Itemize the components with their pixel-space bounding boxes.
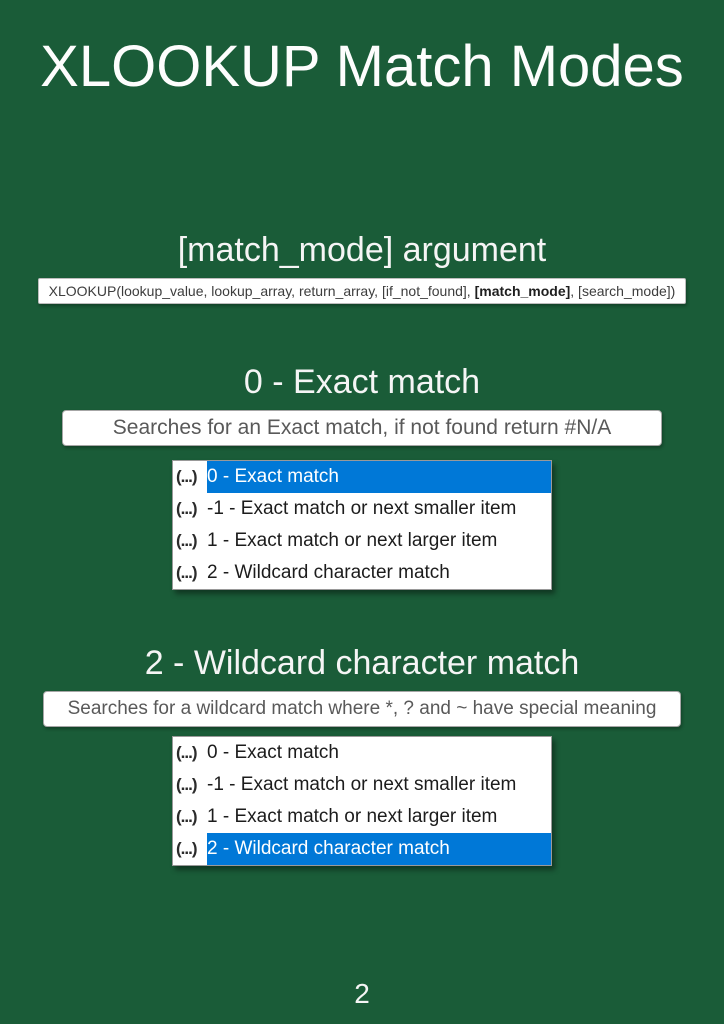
dropdown-item-label: -1 - Exact match or next smaller item — [207, 498, 517, 519]
dropdown-item[interactable]: (...) -1 - Exact match or next smaller i… — [173, 493, 551, 525]
dropdown-item[interactable]: (...) 2 - Wildcard character match — [173, 833, 551, 865]
intellisense-enum-icon: (...) — [173, 525, 207, 557]
dropdown-item-label: 1 - Exact match or next larger item — [207, 530, 498, 551]
dropdown-item-label: 0 - Exact match — [207, 742, 339, 763]
wildcard-match-section-heading: 2 - Wildcard character match — [144, 644, 580, 682]
exact-match-dropdown: (...) 0 - Exact match (...) -1 - Exact m… — [172, 460, 552, 590]
dropdown-item[interactable]: (...) 1 - Exact match or next larger ite… — [173, 525, 551, 557]
intellisense-enum-icon: (...) — [173, 493, 207, 525]
dropdown-item[interactable]: (...) 0 - Exact match — [173, 737, 551, 769]
dropdown-item-label: 1 - Exact match or next larger item — [207, 806, 498, 827]
syntax-suffix: , [search_mode]) — [570, 283, 676, 299]
dropdown-item-label: 2 - Wildcard character match — [207, 562, 450, 583]
wildcard-match-dropdown: (...) 0 - Exact match (...) -1 - Exact m… — [172, 736, 552, 866]
intellisense-enum-icon: (...) — [173, 461, 207, 493]
exact-match-description: Searches for an Exact match, if not foun… — [62, 410, 662, 446]
intellisense-enum-icon: (...) — [173, 801, 207, 833]
intellisense-enum-icon: (...) — [173, 769, 207, 801]
dropdown-item-label: 0 - Exact match — [207, 461, 551, 493]
dropdown-item[interactable]: (...) 2 - Wildcard character match — [173, 557, 551, 589]
intellisense-enum-icon: (...) — [173, 557, 207, 589]
page-number: 2 — [354, 978, 370, 1009]
intellisense-enum-icon: (...) — [173, 833, 207, 865]
page-title: XLOOKUP Match Modes — [40, 34, 684, 99]
exact-match-section-heading: 0 - Exact match — [243, 363, 481, 401]
dropdown-item[interactable]: (...) 1 - Exact match or next larger ite… — [173, 801, 551, 833]
xlookup-syntax-bar: XLOOKUP(lookup_value, lookup_array, retu… — [38, 278, 686, 304]
argument-section-heading: [match_mode] argument — [177, 231, 547, 269]
dropdown-item-label: -1 - Exact match or next smaller item — [207, 774, 517, 795]
dropdown-item[interactable]: (...) -1 - Exact match or next smaller i… — [173, 769, 551, 801]
syntax-match-mode-bold: [match_mode] — [474, 283, 571, 299]
dropdown-item-label: 2 - Wildcard character match — [207, 833, 551, 865]
syntax-prefix: XLOOKUP(lookup_value, lookup_array, retu… — [48, 283, 475, 299]
dropdown-item[interactable]: (...) 0 - Exact match — [173, 461, 551, 493]
wildcard-match-description: Searches for a wildcard match where *, ?… — [43, 691, 681, 727]
intellisense-enum-icon: (...) — [173, 737, 207, 769]
